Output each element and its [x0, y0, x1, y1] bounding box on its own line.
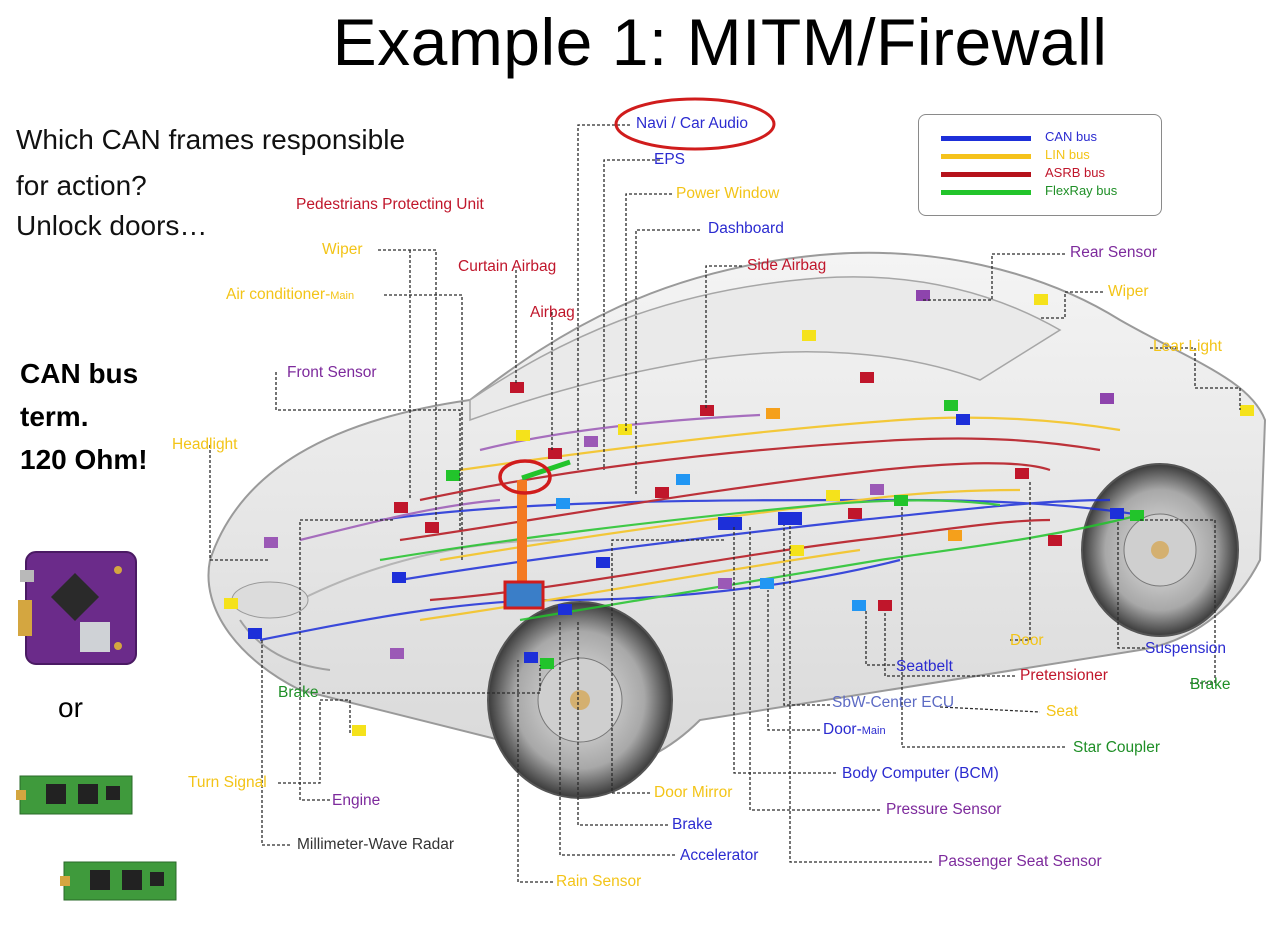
label-pretensioner: Pretensioner — [1020, 667, 1108, 684]
question-line-1: Which CAN frames responsible — [16, 124, 406, 155]
mitm-device — [498, 459, 571, 610]
green-board-image-2 — [60, 858, 180, 909]
label-front-sensor: Front Sensor — [287, 364, 377, 381]
question-line-2: for action? — [16, 170, 147, 201]
label-curtain-airbag: Curtain Airbag — [458, 258, 557, 275]
green-board-image-1 — [16, 772, 136, 823]
label-rain-sensor: Rain Sensor — [556, 873, 642, 890]
label-sbw-center-ecu: SbW-Center ECU — [832, 694, 955, 711]
label-eps: EPS — [654, 151, 686, 168]
note-line-3: 120 Ohm! — [20, 444, 148, 475]
label-engine: Engine — [332, 792, 381, 809]
label-pressure-sensor: Pressure Sensor — [886, 801, 1002, 818]
label-wiper-rear: Wiper — [1108, 283, 1149, 300]
slide-title: Example 1: MITM/Firewall — [332, 5, 1108, 79]
label-brake-left: Brake — [278, 684, 319, 701]
label-door: Door — [1010, 632, 1044, 649]
label-dashboard: Dashboard — [708, 220, 784, 237]
label-passenger-seat: Passenger Seat Sensor — [938, 853, 1102, 870]
label-accelerator: Accelerator — [680, 847, 759, 864]
label-brake-bottom: Brake — [672, 816, 713, 833]
rear-wheel — [1081, 463, 1239, 637]
label-lear-light: Lear Light — [1153, 338, 1222, 355]
label-turn-signal: Turn Signal — [188, 774, 267, 791]
label-mmw-radar: Millimeter-Wave Radar — [297, 836, 455, 853]
bus-legend: CAN bus LIN bus ASRB bus FlexRay bus — [918, 114, 1162, 216]
label-power-window: Power Window — [676, 185, 780, 202]
front-wheel — [487, 601, 673, 799]
label-door-mirror: Door Mirror — [654, 784, 733, 801]
label-star-coupler: Star Coupler — [1073, 739, 1161, 756]
label-wiper-front: Wiper — [322, 241, 363, 258]
label-seatbelt: Seatbelt — [896, 658, 953, 675]
label-bcm: Body Computer (BCM) — [842, 765, 999, 782]
label-side-airbag: Side Airbag — [747, 257, 827, 274]
label-seat: Seat — [1046, 703, 1078, 720]
label-brake-right: Brake — [1190, 676, 1231, 693]
leader-lines — [209, 124, 1241, 883]
note-line-1: CAN bus — [20, 358, 139, 389]
question-line-3: Unlock doors… — [16, 210, 208, 241]
label-door-main: Door-Main — [823, 721, 886, 738]
ecu-modules — [224, 290, 1254, 736]
label-headlight: Headlight — [172, 436, 238, 453]
label-suspension: Suspension — [1145, 640, 1227, 657]
note-line-2: term. — [20, 401, 89, 432]
label-rear-sensor: Rear Sensor — [1070, 244, 1158, 261]
label-pedestrians: Pedestrians Protecting Unit — [296, 196, 484, 213]
navi-highlight-circle — [614, 97, 776, 151]
label-navi: Navi / Car Audio — [636, 115, 748, 132]
label-air-conditioner: Air conditioner-Main — [226, 286, 355, 303]
label-airbag: Airbag — [530, 304, 575, 321]
or-text: or — [58, 692, 83, 723]
purple-board-image — [18, 550, 140, 673]
